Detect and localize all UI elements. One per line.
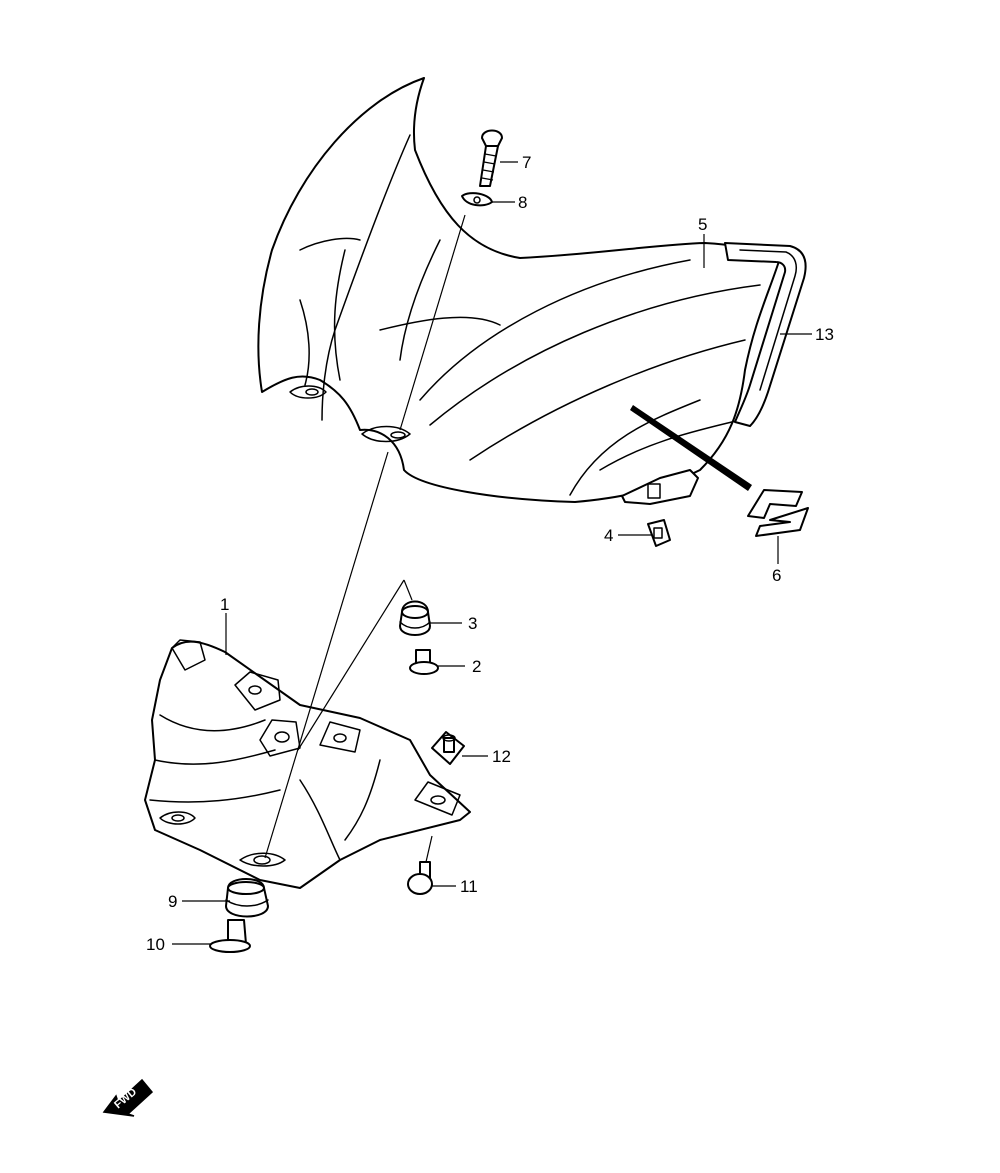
clip-nut-part-4 bbox=[647, 519, 671, 547]
screw-part-7 bbox=[479, 129, 503, 187]
washer-part-8 bbox=[461, 192, 493, 207]
bracket-nut-part-12 bbox=[431, 731, 465, 765]
callout-8: 8 bbox=[518, 193, 527, 212]
pin-part-11 bbox=[407, 861, 433, 895]
callout-1: 1 bbox=[220, 595, 229, 614]
emblem-part-6 bbox=[747, 489, 809, 537]
callout-3: 3 bbox=[468, 614, 477, 633]
callout-9: 9 bbox=[168, 892, 177, 911]
fwd-badge: FWD bbox=[102, 1078, 154, 1117]
callout-2: 2 bbox=[472, 657, 481, 676]
callout-10: 10 bbox=[146, 935, 165, 954]
callout-6: 6 bbox=[772, 566, 781, 585]
callout-11: 11 bbox=[460, 877, 478, 896]
callout-5: 5 bbox=[698, 215, 707, 234]
callout-leaders bbox=[172, 161, 812, 945]
callout-labels: 1 2 3 4 5 6 7 8 9 10 11 12 13 bbox=[146, 153, 834, 954]
fwd-arrow-icon bbox=[102, 1078, 154, 1117]
trim-strip-part-13 bbox=[724, 242, 807, 427]
callout-7: 7 bbox=[522, 153, 531, 172]
upper-cowl-part-5 bbox=[257, 77, 781, 505]
grommet-part-3 bbox=[399, 600, 431, 636]
grommet-part-9 bbox=[225, 878, 269, 918]
pin-part-10 bbox=[209, 919, 251, 953]
inner-panel-part-1 bbox=[144, 639, 471, 889]
callout-4: 4 bbox=[604, 526, 613, 545]
callout-13: 13 bbox=[815, 325, 834, 344]
assembly-guide-lines bbox=[264, 214, 466, 863]
pin-part-2 bbox=[409, 649, 439, 675]
callout-12: 12 bbox=[492, 747, 511, 766]
